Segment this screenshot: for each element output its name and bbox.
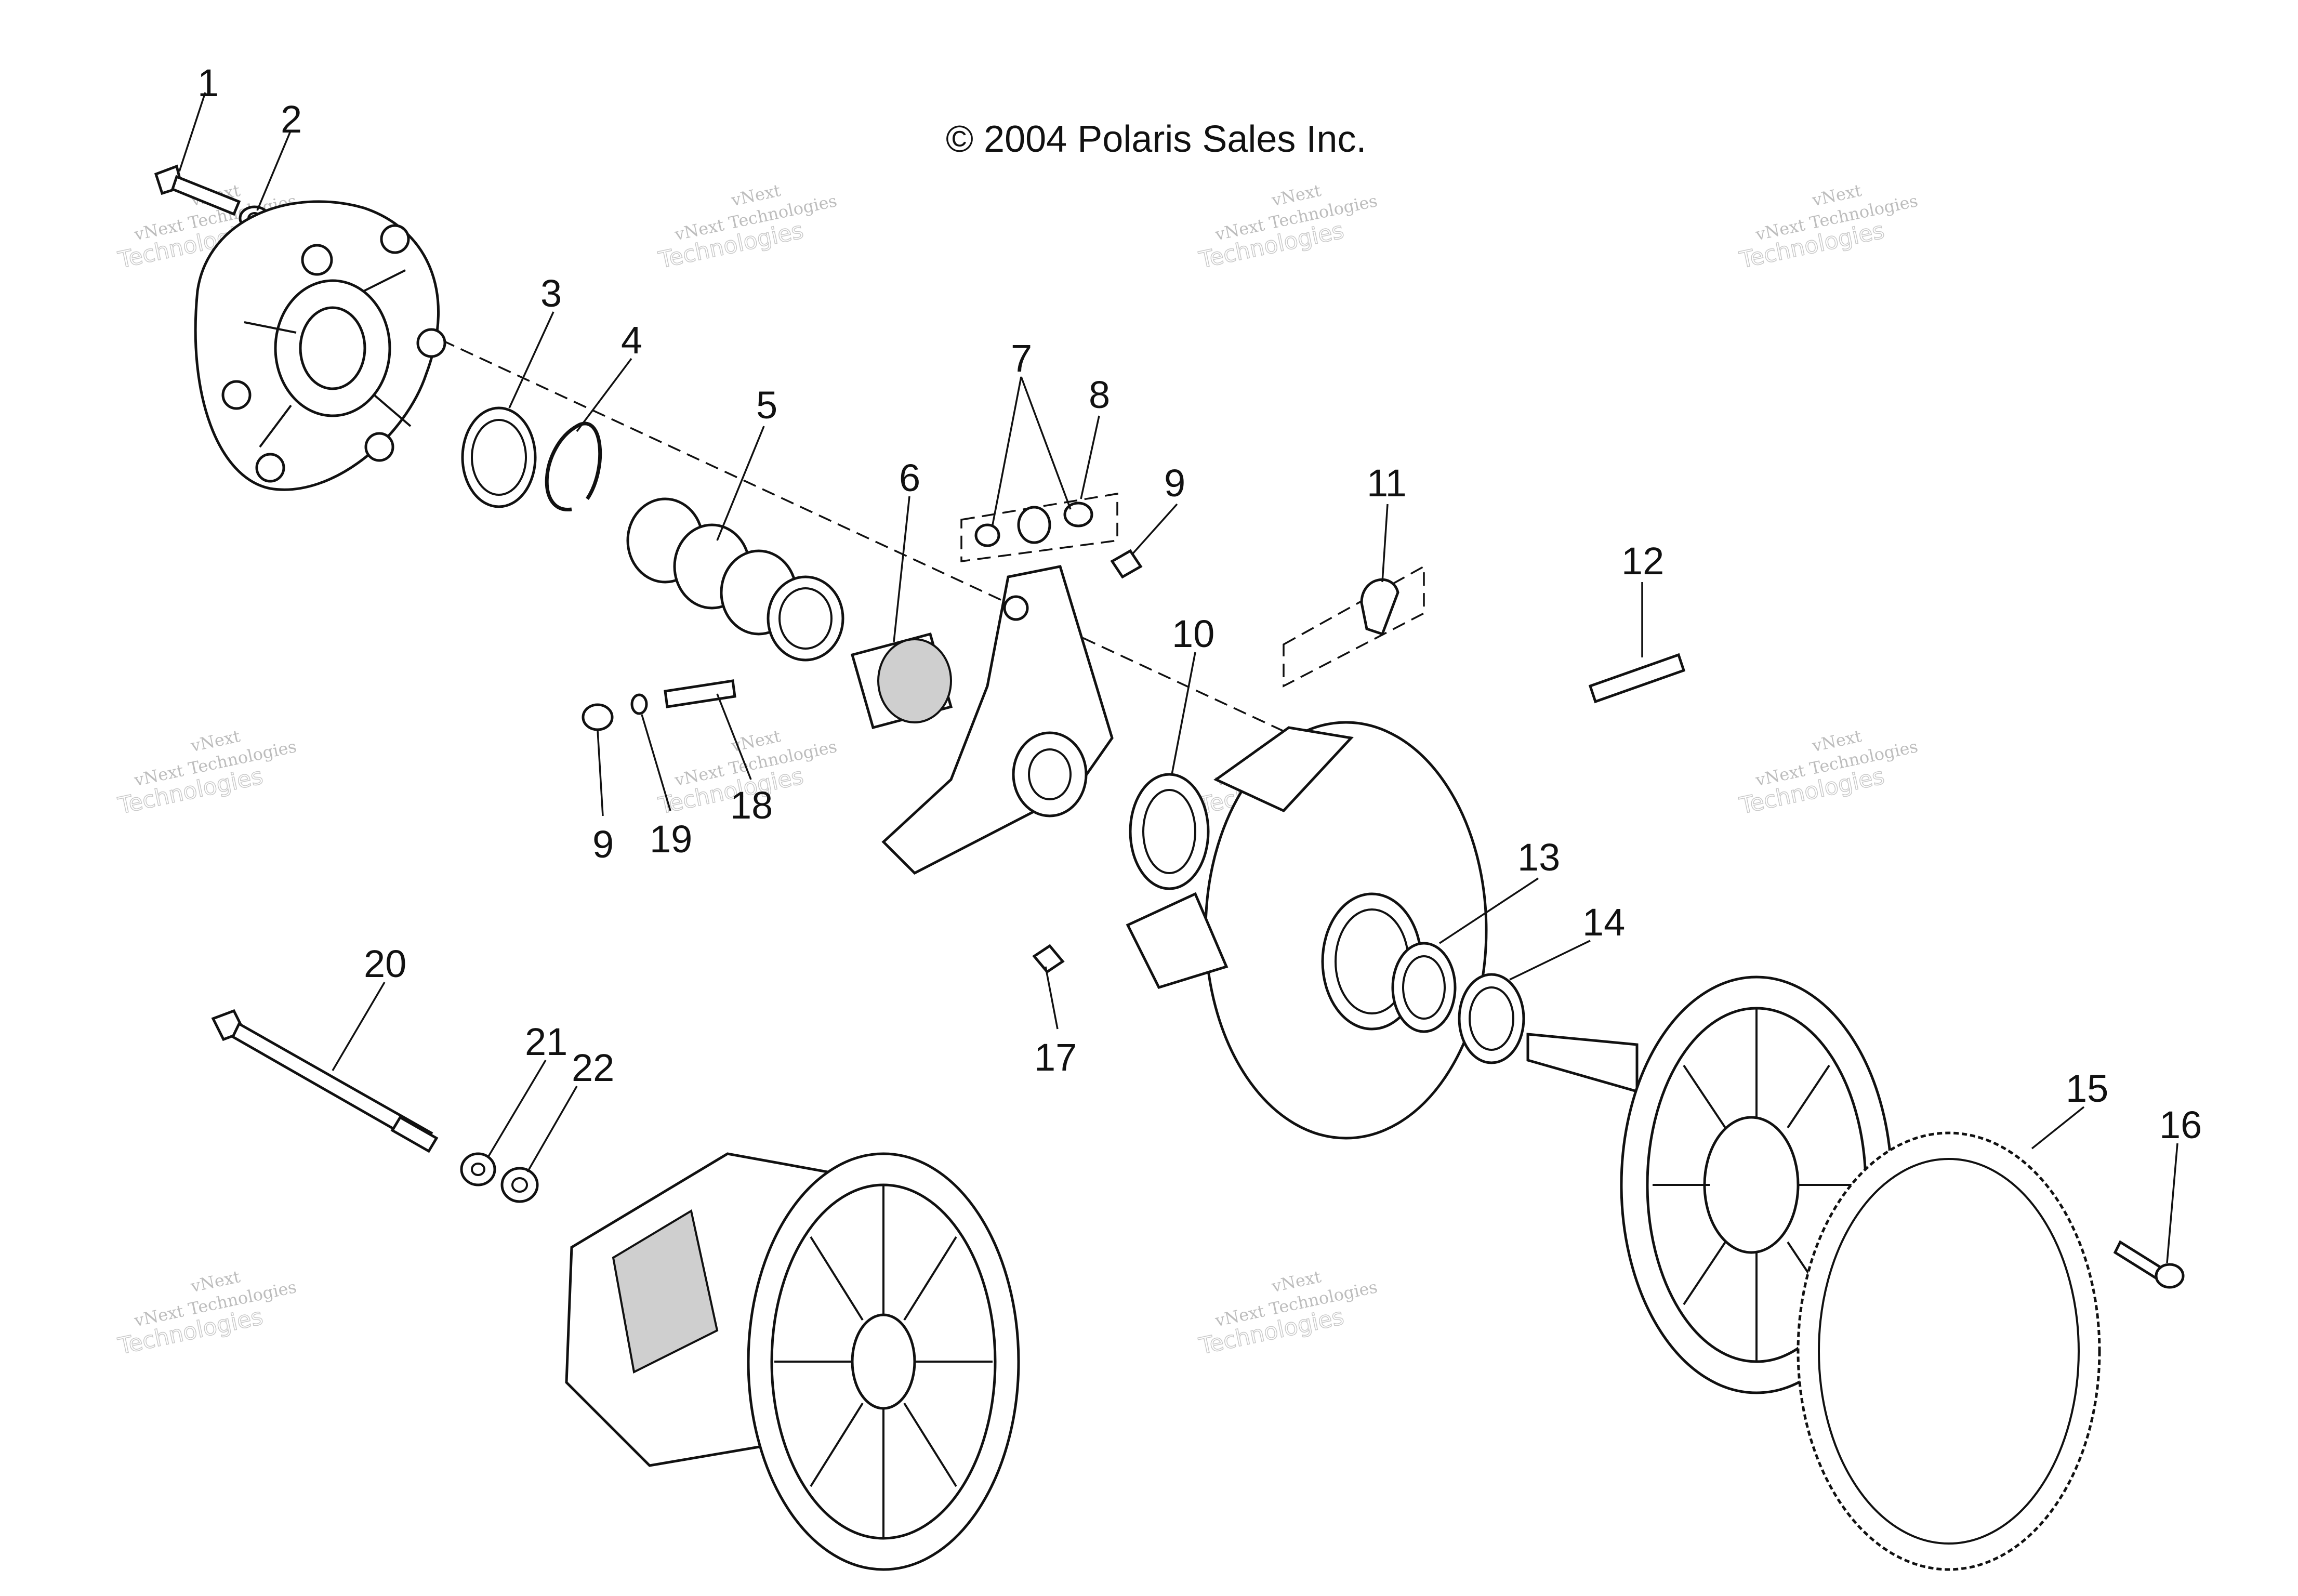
callout-10: 10 bbox=[1172, 612, 1214, 655]
callout-8: 8 bbox=[1089, 373, 1110, 416]
part-15-ring-gear bbox=[1797, 1131, 2101, 1571]
callout-1: 1 bbox=[197, 61, 219, 104]
part-16-screw bbox=[2113, 1240, 2185, 1289]
part-1-bolt bbox=[154, 164, 241, 216]
part-19-o-ring bbox=[630, 693, 648, 715]
leader-lines bbox=[178, 92, 2178, 1263]
callout-14: 14 bbox=[1582, 901, 1625, 944]
callout-5: 5 bbox=[756, 384, 777, 427]
part-9-button-lower bbox=[582, 703, 614, 731]
callout-18: 18 bbox=[730, 784, 773, 827]
callout-7: 7 bbox=[1011, 337, 1032, 380]
callout-13: 13 bbox=[1517, 836, 1560, 879]
callout-17: 17 bbox=[1034, 1036, 1077, 1079]
part-12-pin bbox=[1588, 653, 1686, 704]
part-20-bolt bbox=[211, 1009, 439, 1153]
part-5-spring bbox=[626, 497, 844, 662]
callout-22: 22 bbox=[572, 1046, 614, 1089]
callout-6: 6 bbox=[899, 456, 920, 499]
callout-9-lower: 9 bbox=[592, 823, 614, 866]
part-10-thrust-washer bbox=[1129, 773, 1210, 890]
callout-21: 21 bbox=[525, 1020, 567, 1063]
callout-3: 3 bbox=[540, 272, 562, 315]
part-21-washer bbox=[460, 1152, 496, 1186]
callout-labels: 1 2 3 4 5 6 7 8 9 10 11 12 13 14 15 16 1… bbox=[197, 61, 2202, 1146]
part-6-spider bbox=[850, 632, 953, 730]
part-9-button-upper bbox=[1110, 549, 1143, 579]
callout-11: 11 bbox=[1367, 461, 1407, 505]
part-3-bushing bbox=[461, 406, 537, 508]
callout-4: 4 bbox=[621, 319, 642, 362]
callout-9-upper: 9 bbox=[1164, 461, 1185, 505]
copyright-notice: © 2004 Polaris Sales Inc. bbox=[946, 118, 1366, 160]
part-4-snap-ring bbox=[545, 421, 602, 511]
moveable-sheave bbox=[1126, 721, 1488, 1140]
part-17-nut bbox=[1032, 944, 1065, 974]
moveable-arm bbox=[881, 565, 1114, 875]
callout-19: 19 bbox=[650, 817, 692, 861]
part-14-bushing bbox=[1458, 973, 1525, 1064]
callout-15: 15 bbox=[2066, 1067, 2108, 1110]
assembly-axis-line bbox=[290, 269, 1456, 812]
callout-20: 20 bbox=[364, 942, 406, 985]
part-18-pin bbox=[664, 679, 736, 708]
drive-clutch-assembly bbox=[565, 1152, 1020, 1571]
part-7-8-rollers bbox=[960, 492, 1118, 562]
callout-12: 12 bbox=[1621, 539, 1664, 583]
cover-housing bbox=[194, 200, 446, 491]
part-22-nut bbox=[500, 1167, 539, 1203]
callout-2: 2 bbox=[281, 98, 302, 141]
part-11-clip bbox=[1283, 565, 1425, 688]
part-13-bushing bbox=[1391, 942, 1457, 1033]
callout-16: 16 bbox=[2159, 1103, 2202, 1146]
